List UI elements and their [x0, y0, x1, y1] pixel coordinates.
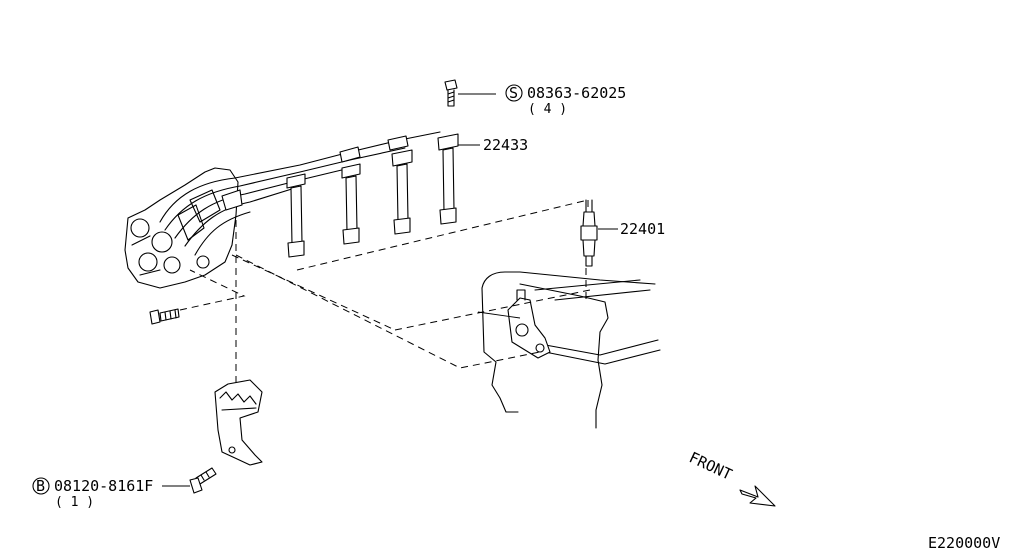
front-indicator: FRONT [686, 448, 776, 507]
bolt-s-qty: ( 4 ) [528, 102, 567, 117]
wire-bracket [214, 379, 263, 466]
plug-boot-2 [341, 163, 361, 245]
wire-bundle [159, 131, 441, 256]
bolt-b-callout: B 08120-8161F ( 1 ) [32, 477, 153, 510]
bolt-s-number: 08363-62025 [527, 84, 626, 102]
bolt-b-prefix: B [36, 477, 45, 495]
plug-boot-3 [391, 149, 413, 235]
mounting-bolt [149, 308, 180, 325]
wire-set-number: 22433 [483, 136, 528, 154]
bolt-b-part [162, 467, 217, 494]
bolt-s-prefix: S [509, 84, 518, 102]
dashed-guide-lines [179, 199, 591, 385]
spark-plug [580, 199, 618, 267]
bolt-b-number: 08120-8161F [54, 477, 153, 495]
plug-boot-4 [437, 133, 459, 225]
spark-plug-number: 22401 [620, 220, 665, 238]
distributor [124, 167, 239, 289]
front-label: FRONT [686, 448, 735, 483]
diagram-code: E220000V [928, 534, 1000, 552]
bolt-s-part [444, 79, 496, 107]
engine-block [477, 271, 661, 429]
plug-boot-1 [286, 173, 306, 258]
bolt-s-callout: S 08363-62025 ( 4 ) [505, 84, 626, 117]
bolt-b-qty: ( 1 ) [55, 495, 94, 510]
